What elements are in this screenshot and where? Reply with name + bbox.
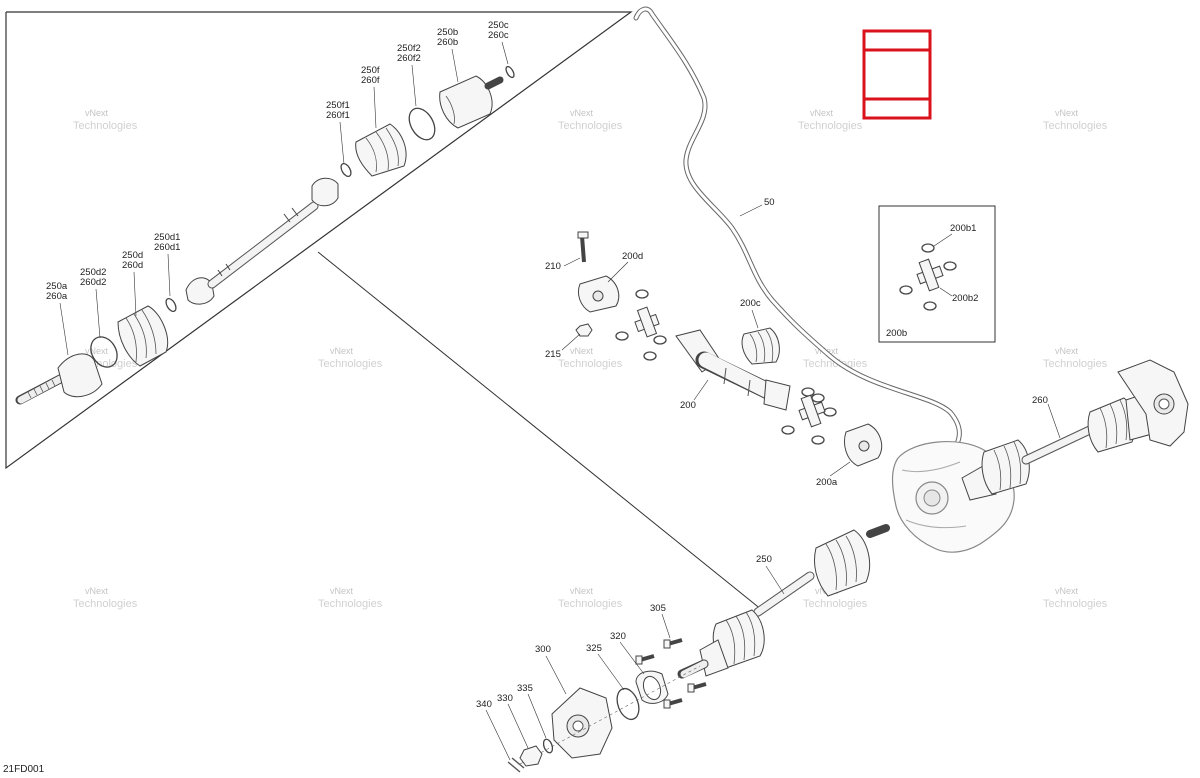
- watermark-line2: Technologies: [798, 120, 863, 132]
- red-marker: [862, 29, 932, 120]
- watermark-line2: Technologies: [558, 120, 623, 132]
- vent-hose-50: 50: [633, 6, 962, 459]
- label-250b: 250b: [437, 27, 458, 38]
- label-250: 250: [756, 554, 772, 565]
- label-260b: 260b: [437, 37, 458, 48]
- diagram-code: 21FD001: [3, 764, 45, 775]
- watermark-line1: vNext: [570, 586, 594, 596]
- label-320: 320: [610, 631, 626, 642]
- label-215: 215: [545, 349, 561, 360]
- watermark-line1: vNext: [85, 346, 109, 356]
- watermark-line1: vNext: [570, 346, 594, 356]
- label-335: 335: [517, 683, 533, 694]
- watermark-line2: Technologies: [1043, 120, 1108, 132]
- label-260c: 260c: [488, 30, 509, 41]
- label-200d: 200d: [622, 251, 643, 262]
- watermark-line1: vNext: [85, 108, 109, 118]
- watermark-line2: Technologies: [318, 598, 383, 610]
- label-200: 200: [680, 400, 696, 411]
- label-325: 325: [586, 643, 602, 654]
- label-250d: 250d: [122, 250, 143, 261]
- label-260a: 260a: [46, 291, 68, 302]
- watermark-line1: vNext: [1055, 586, 1079, 596]
- watermarks: vNext Technologies vNext Technologies vN…: [73, 108, 1108, 610]
- watermark-line2: Technologies: [73, 120, 138, 132]
- label-200b: 200b: [886, 328, 907, 339]
- watermark-line1: vNext: [85, 586, 109, 596]
- watermark-line1: vNext: [330, 346, 354, 356]
- watermark-line2: Technologies: [803, 358, 868, 370]
- detail-axle-assembly: [15, 65, 515, 405]
- propeller-shaft-group: 210 200d 215 200 200c: [545, 231, 883, 488]
- detail-frame: [5, 11, 633, 470]
- label-250d1: 250d1: [154, 232, 180, 243]
- label-200a: 200a: [816, 477, 838, 488]
- label-200b2: 200b2: [952, 293, 978, 304]
- label-210: 210: [545, 261, 561, 272]
- label-260d2: 260d2: [80, 277, 106, 288]
- watermark-line2: Technologies: [558, 358, 623, 370]
- label-340: 340: [476, 699, 492, 710]
- watermark-line1: vNext: [1055, 346, 1079, 356]
- label-250c: 250c: [488, 20, 509, 31]
- label-300: 300: [535, 644, 551, 655]
- label-250f: 250f: [361, 65, 380, 76]
- detail-leader-line: [317, 251, 763, 611]
- watermark-line2: Technologies: [803, 598, 868, 610]
- watermark-line2: Technologies: [558, 598, 623, 610]
- watermark-line1: vNext: [330, 586, 354, 596]
- label-260f2: 260f2: [397, 53, 421, 64]
- label-260f1: 260f1: [326, 110, 350, 121]
- watermark-line2: Technologies: [73, 598, 138, 610]
- label-250f1: 250f1: [326, 100, 350, 111]
- watermark-line1: vNext: [570, 108, 594, 118]
- label-305: 305: [650, 603, 666, 614]
- label-200c: 200c: [740, 298, 761, 309]
- label-200b1: 200b1: [950, 223, 976, 234]
- axle-260: 260: [961, 359, 1189, 501]
- label-330: 330: [497, 693, 513, 704]
- detail-labels: 250a 260a 250d2 260d2 250d 260d 250d1 26…: [46, 20, 509, 356]
- label-250d2: 250d2: [80, 267, 106, 278]
- watermark-line2: Technologies: [1043, 598, 1108, 610]
- label-260d1: 260d1: [154, 242, 180, 253]
- label-260f: 260f: [361, 75, 380, 86]
- label-250f2: 250f2: [397, 43, 421, 54]
- detail-box-200b: 200b1 200b2 200b: [878, 205, 996, 343]
- watermark-line1: vNext: [810, 108, 834, 118]
- watermark-line2: Technologies: [1043, 358, 1108, 370]
- watermark-line1: vNext: [1055, 108, 1079, 118]
- label-260d: 260d: [122, 260, 143, 271]
- watermark-line2: Technologies: [318, 358, 383, 370]
- hub-assembly: 305 320 325 300 335 330 340: [476, 603, 707, 773]
- label-260: 260: [1032, 395, 1048, 406]
- label-50: 50: [764, 197, 775, 208]
- label-250a: 250a: [46, 281, 68, 292]
